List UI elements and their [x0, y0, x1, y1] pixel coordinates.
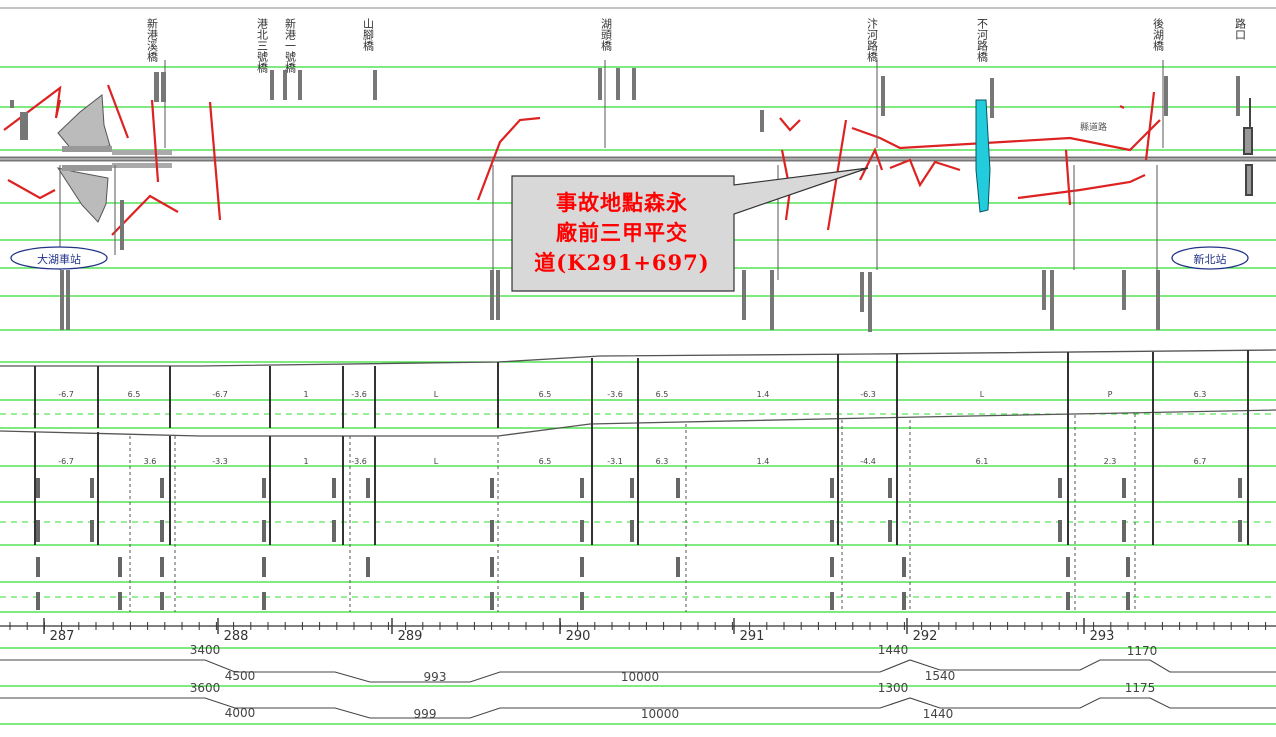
accident-callout-text: 事故地點森永 廠前三甲平交 道(K291+697): [516, 188, 728, 278]
elevation-code-blocks: [36, 478, 1242, 610]
gradient-value: -6.7: [58, 457, 74, 466]
chainage-code-blocks: [10, 68, 1240, 332]
km-label: 290: [566, 629, 591, 644]
upper-profile-values: -6.7 6.5 -6.7 1 -3.6 L 6.5 -3.6 6.5 1.4 -6.3 L P 6.3: [58, 390, 1206, 399]
bridge-labels: 新港溪橋 港北三號橋 新港一號橋 山腳橋 湖頭橋 汴河路橋 不河路橋 後湖橋 路口: [146, 17, 1247, 74]
curve-value: 1440: [923, 707, 954, 721]
gradient-value: L: [980, 390, 985, 399]
curve-value: 1170: [1127, 644, 1158, 658]
gradient-value: -4.4: [860, 457, 876, 466]
curve-value: 3600: [190, 681, 221, 695]
station-oval-right: [1171, 246, 1249, 270]
bridge-label: 湖頭橋: [600, 18, 613, 52]
gradient-value: 6.5: [539, 390, 552, 399]
gradient-value: L: [434, 457, 439, 466]
curve-labels: 3400 4500 993 10000 1440 1540 1170 3600 4000 999 1…: [190, 643, 1158, 721]
gradient-value: 6.1: [976, 457, 989, 466]
gradient-value: 6.3: [656, 457, 669, 466]
station-label-right: 新北站: [1194, 252, 1227, 266]
gradient-value: 2.3: [1104, 457, 1117, 466]
gradient-value: 6.5: [539, 457, 552, 466]
gradient-value: 6.3: [1194, 390, 1207, 399]
callout-line-1: 事故地點森永: [556, 190, 688, 215]
bridge-label: 新港一號橋: [284, 17, 297, 74]
gradient-value: -3.1: [607, 457, 623, 466]
gradient-value: -3.6: [351, 457, 367, 466]
lower-profile-values: -6.7 3.6 -3.3 1 -3.6 L 6.5 -3.1 6.3 1.4 -4.4 6.1 2.3…: [58, 457, 1206, 466]
km-axis: 287 288 289 290 291 292 293: [0, 618, 1276, 644]
profile-dividers-lower: [34, 412, 1249, 545]
bridge-label: 路口: [1234, 18, 1247, 40]
curve-value: 1540: [925, 669, 956, 683]
bridge-label: 不河路橋: [976, 18, 989, 63]
road-label: 縣道路: [1080, 121, 1107, 133]
station-ovals: 大湖車站 新北站: [10, 246, 1249, 270]
curve-rows: [0, 659, 1276, 719]
callout-line-3: 道(K291+697): [534, 250, 710, 275]
gradient-value: 3.6: [144, 457, 157, 466]
gradient-value: 1.4: [757, 390, 770, 399]
callout-line-2: 廠前三甲平交: [556, 220, 688, 245]
km-label: 293: [1090, 629, 1115, 644]
feature-lines: [59, 60, 1164, 280]
curve-value: 1300: [878, 681, 909, 695]
gradient-value: 1: [303, 390, 308, 399]
curve-value: 3400: [190, 643, 221, 657]
gradient-value: 6.5: [656, 390, 669, 399]
km-label: 288: [224, 629, 249, 644]
gradient-value: -3.6: [351, 390, 367, 399]
bridge-label: 汴河路橋: [866, 17, 879, 63]
bridge-label: 港北三號橋: [256, 18, 269, 74]
accident-callout: [511, 167, 869, 292]
km-label: 291: [740, 629, 765, 644]
profile-dividers-dashed: [129, 414, 1136, 612]
right-edge-signal: [1243, 98, 1253, 196]
station-label-left: 大湖車站: [37, 252, 81, 266]
gradient-value: L: [434, 390, 439, 399]
curve-value: 4500: [225, 669, 256, 683]
curve-value: 1175: [1125, 681, 1156, 695]
gradient-value: -3.6: [607, 390, 623, 399]
station-yard: [56, 94, 172, 223]
gradient-value: 6.7: [1194, 457, 1207, 466]
bridge-label: 後湖橋: [1152, 17, 1165, 52]
curve-value: 993: [424, 670, 447, 684]
gradient-value: -6.7: [212, 390, 228, 399]
gradient-value: -6.7: [58, 390, 74, 399]
gradient-value: 6.5: [128, 390, 141, 399]
km-label: 289: [398, 629, 423, 644]
km-label: 287: [50, 629, 75, 644]
curve-value: 4000: [225, 706, 256, 720]
curve-value: 999: [414, 707, 437, 721]
bridge-highlight: [975, 99, 991, 213]
curve-value: 10000: [621, 670, 659, 684]
gradient-value: 1: [303, 457, 308, 466]
curve-value: 1440: [878, 643, 909, 657]
gradient-value: -6.3: [860, 390, 876, 399]
km-label: 292: [913, 629, 938, 644]
bridge-label: 山腳橋: [362, 18, 375, 52]
station-oval-left: [10, 246, 108, 270]
curve-value: 10000: [641, 707, 679, 721]
gradient-value: P: [1108, 390, 1113, 399]
route-traces: [3, 84, 1161, 236]
bridge-label: 新港溪橋: [146, 17, 159, 63]
gradient-profile: [0, 349, 1276, 437]
gradient-value: -3.3: [212, 457, 228, 466]
gradient-value: 1.4: [757, 457, 770, 466]
